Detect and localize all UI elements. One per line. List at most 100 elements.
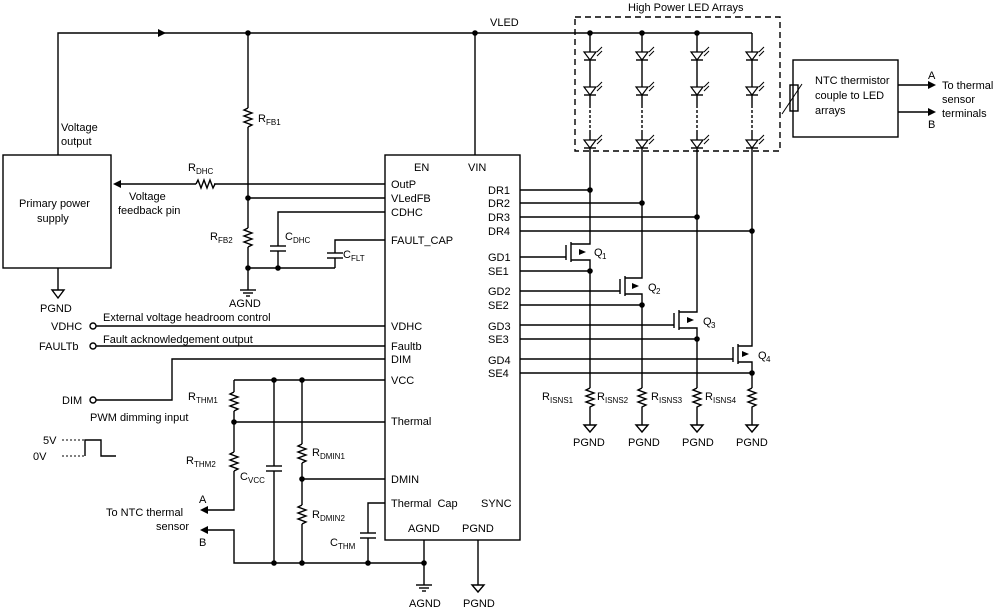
flow-arrow-icon — [158, 29, 166, 37]
variable-resistor-icon — [781, 83, 803, 115]
pgnd-label-ic: PGND — [463, 598, 495, 610]
psu-label-line2: supply — [37, 213, 69, 225]
ntc-box-line2: couple to LED — [815, 90, 884, 102]
risns3-label: R — [651, 391, 659, 403]
psu-label-line1: Primary power — [19, 198, 90, 210]
ntc-thermistor-box — [792, 59, 899, 138]
risns1-sub: ISNS1 — [550, 396, 574, 405]
pwm-5v-label: 5V — [43, 435, 57, 447]
voltage-feedback-line2: feedback pin — [118, 205, 180, 217]
thermal-terminal-line3: terminals — [942, 108, 987, 120]
dim-terminal — [89, 396, 97, 404]
rfb1-label: R — [258, 113, 266, 125]
ic-pin-vin: VIN — [468, 162, 486, 174]
ic-pin-dr1: DR1 — [488, 185, 510, 197]
rdhc-label: R — [188, 162, 196, 174]
ntc-sensor-b: B — [199, 537, 206, 549]
ntc-sensor-line2: sensor — [156, 521, 189, 533]
ntc-sensor-line1: To NTC thermal — [106, 507, 183, 519]
rthm2-label: R — [186, 455, 194, 467]
dim-label: DIM — [62, 395, 82, 407]
rfb1-sub: FB1 — [266, 118, 281, 127]
vdhc-terminal — [89, 322, 97, 330]
ntc-terminal-b: B — [928, 119, 935, 131]
cdhc-label: C — [285, 231, 293, 243]
q3-sub: 3 — [711, 321, 716, 330]
risns2-sub: ISNS2 — [605, 396, 629, 405]
ic-pin-dr2: DR2 — [488, 198, 510, 210]
faultb-desc: Fault acknowledgement output — [103, 334, 253, 346]
ic-pin-agnd: AGND — [408, 523, 440, 535]
sense-resistors — [582, 387, 760, 434]
pwm-0v-label: 0V — [33, 451, 47, 463]
cvcc-sub: VCC — [248, 476, 265, 485]
thermal-network — [200, 377, 486, 594]
thermal-terminal-line1: To thermal — [942, 80, 993, 92]
rfb2-label: R — [210, 231, 218, 243]
ic-pin-gd3: GD3 — [488, 321, 511, 333]
ic-pin-gd1: GD1 — [488, 252, 511, 264]
ic-pin-dr3: DR3 — [488, 212, 510, 224]
driver-ic — [384, 154, 521, 541]
agnd-label-1: AGND — [229, 298, 261, 310]
ic-pin-en: EN — [414, 162, 429, 174]
ic-pin-se1: SE1 — [488, 266, 509, 278]
faultb-terminal — [89, 342, 97, 350]
ic-pin-se4: SE4 — [488, 368, 509, 380]
terminal-b-arrow-icon — [928, 108, 936, 116]
primary-power-supply — [2, 154, 112, 269]
rthm2-sub: THM2 — [194, 460, 216, 469]
pwm-waveform-icon — [62, 439, 116, 457]
ntc-box-line3: arrays — [815, 105, 846, 117]
feedback-arrow-icon — [113, 180, 121, 188]
pgnd-label-q4: PGND — [736, 437, 768, 449]
ic-pin-fault-cap: FAULT_CAP — [391, 235, 453, 247]
psu-pgnd-label: PGND — [40, 303, 72, 315]
rdmin2-sub: DMIN2 — [320, 514, 345, 523]
q4-sub: 4 — [766, 355, 771, 364]
q1-label: Q — [594, 247, 603, 259]
ic-pin-sync: SYNC — [481, 498, 512, 510]
cflt-label: C — [343, 249, 351, 261]
ic-pin-cdhc: CDHC — [391, 207, 423, 219]
ic-pin-gd2: GD2 — [488, 286, 511, 298]
cflt-sub: FLT — [351, 254, 365, 263]
risns3-sub: ISNS3 — [659, 396, 683, 405]
ic-pin-vledfb: VLedFB — [391, 193, 431, 205]
q3-label: Q — [703, 316, 712, 328]
vdhc-desc: External voltage headroom control — [103, 312, 271, 324]
voltage-output-line1: Voltage — [61, 122, 98, 134]
cvcc-label: C — [240, 471, 248, 483]
ic-pin-dim: DIM — [391, 354, 411, 366]
agnd-label-2: AGND — [409, 598, 441, 610]
ic-pin-vcc: VCC — [391, 375, 414, 387]
risns1-label: R — [542, 391, 550, 403]
vled-label: VLED — [490, 17, 519, 29]
vled-rail: VLED — [57, 17, 752, 155]
drain-sense-lines — [520, 189, 752, 232]
ntc-terminal-a: A — [928, 70, 936, 82]
cdhc-sub: DHC — [293, 236, 311, 245]
ic-pin-se3: SE3 — [488, 334, 509, 346]
ic-pin-gd4: GD4 — [488, 355, 511, 367]
ic-pin-pgnd: PGND — [462, 523, 494, 535]
ic-pin-dmin: DMIN — [391, 474, 419, 486]
voltage-feedback-line1: Voltage — [129, 191, 166, 203]
vdhc-label: VDHC — [51, 321, 82, 333]
ic-pin-thermal-cap: Thermal Cap — [391, 498, 458, 510]
cthm-label: C — [330, 537, 338, 549]
feedback-divider — [240, 33, 385, 297]
ic-pin-faultb: Faultb — [391, 341, 422, 353]
q2-label: Q — [648, 282, 657, 294]
ic-pin-se2: SE2 — [488, 300, 509, 312]
faultb-label: FAULTb — [39, 341, 79, 353]
rdmin1-label: R — [312, 447, 320, 459]
dim-desc: PWM dimming input — [90, 412, 188, 424]
pgnd-label-q1: PGND — [573, 437, 605, 449]
rdhc-sub: DHC — [196, 167, 214, 176]
ic-pin-dr4: DR4 — [488, 226, 510, 238]
rdhc-resistor — [195, 178, 216, 190]
ic-pin-vdhc: VDHC — [391, 321, 422, 333]
q1-sub: 1 — [602, 252, 607, 261]
